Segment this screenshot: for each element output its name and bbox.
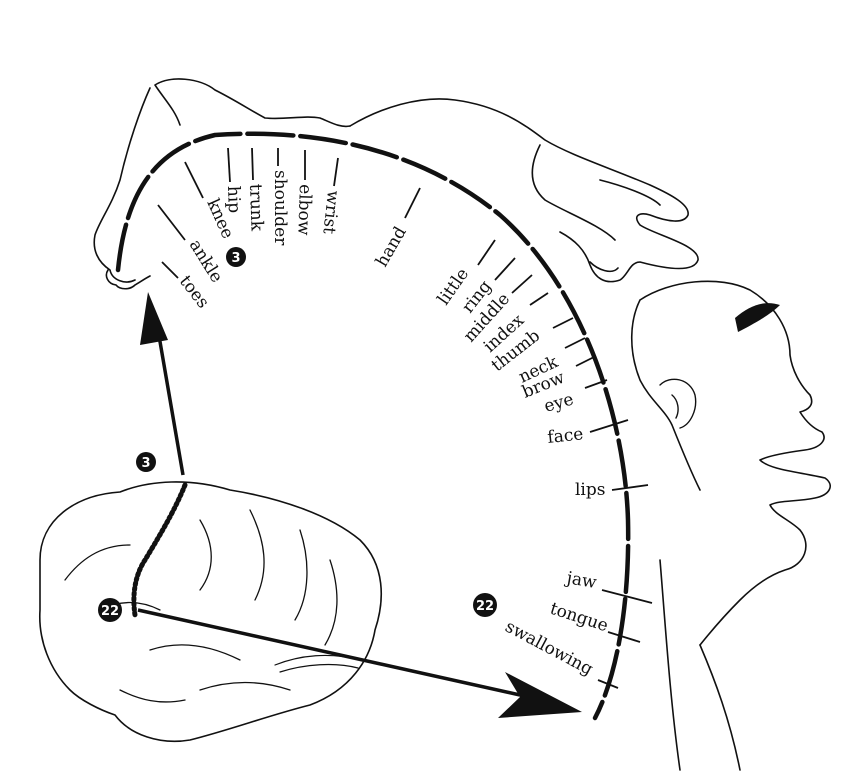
svg-text:3: 3 <box>231 251 240 266</box>
label-lips: lips <box>575 480 605 500</box>
svg-text:22: 22 <box>476 599 494 614</box>
label-elbow: elbow <box>293 184 315 236</box>
arrow-to-leg <box>140 292 185 476</box>
svg-text:3: 3 <box>141 456 150 471</box>
face-outline <box>630 280 831 646</box>
marker-22-brain: 22 <box>98 598 122 622</box>
hand-outline <box>349 98 699 283</box>
label-shoulder: shoulder <box>270 170 290 246</box>
neck-outline <box>659 559 741 771</box>
label-trunk: trunk <box>245 183 267 232</box>
label-jaw: jaw <box>563 568 598 593</box>
marker-3-brain: 3 <box>136 452 156 472</box>
svg-text:22: 22 <box>101 604 119 619</box>
marker-3-top: 3 <box>226 247 246 267</box>
label-hip: hip <box>223 185 244 213</box>
label-wrist: wrist <box>318 189 342 235</box>
arrow-to-mouth <box>137 608 582 718</box>
leader-lines <box>157 147 653 689</box>
leg-outline <box>93 78 351 290</box>
cortex-arc <box>115 131 631 721</box>
label-face: face <box>546 424 584 448</box>
homunculus-figure <box>93 78 831 771</box>
eye-brow <box>735 303 780 332</box>
label-hand: hand <box>372 223 411 270</box>
central-sulcus <box>131 482 188 618</box>
finger-outline <box>531 144 661 273</box>
label-tongue: tongue <box>547 599 610 637</box>
marker-22-arc: 22 <box>473 593 497 617</box>
brain-illustration <box>39 481 383 743</box>
ear-outline <box>659 378 697 429</box>
body-part-labels: toes ankle knee hip trunk shoulder elbow… <box>175 170 611 680</box>
